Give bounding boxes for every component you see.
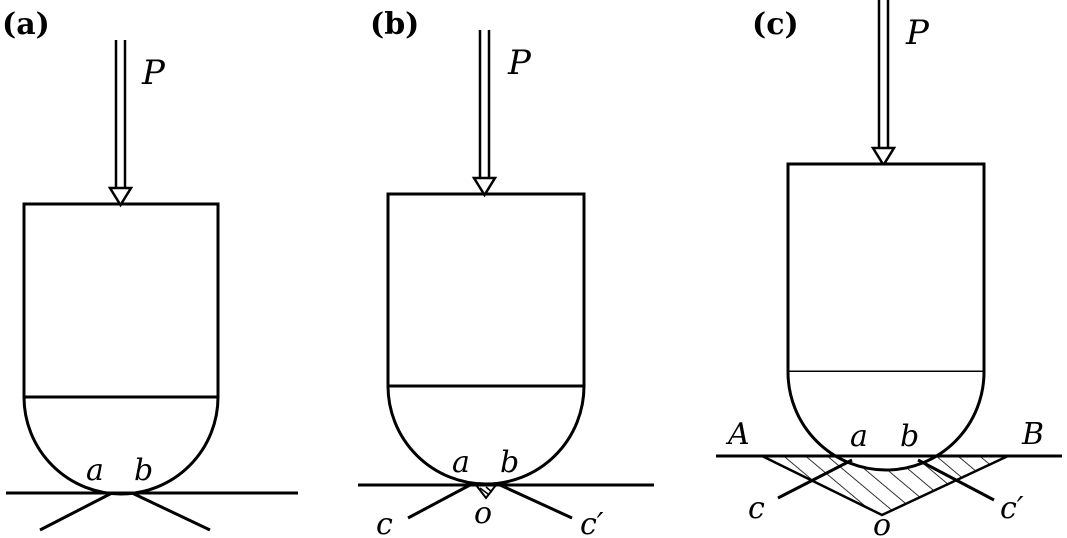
panel-c-force-arrow (870, 0, 897, 168)
panel-b-point-b: b (500, 445, 519, 480)
panel-c-indenter (786, 162, 986, 472)
panel-a-point-a: a (86, 453, 104, 488)
panel-b-force-arrow (471, 30, 498, 198)
panel-c-point-B: B (1021, 417, 1044, 452)
panel-c: (c) P A a b B c o c′ (716, 0, 1062, 538)
panel-a-crack-left (39, 491, 113, 532)
panel-c-point-a: a (850, 419, 868, 454)
panel-c-damage-zone (761, 454, 1009, 517)
panel-b-force-label: P (507, 43, 532, 83)
panel-b-point-o: o (474, 496, 492, 531)
panel-b-small-cone (473, 484, 499, 500)
panel-a-point-b: b (134, 453, 153, 488)
panel-c-point-A: A (725, 417, 750, 452)
panel-b-point-a: a (452, 445, 470, 480)
panel-c-point-c: c (748, 491, 765, 526)
panel-b-crack-left (407, 483, 471, 520)
panel-b-point-c: c (376, 507, 393, 538)
panel-a-force-label: P (141, 53, 166, 93)
panel-a-label: (a) (2, 7, 50, 42)
panel-c-label: (c) (752, 7, 799, 42)
panel-a-crack-right (131, 491, 211, 532)
panel-b-indenter (386, 192, 586, 486)
panel-c-force-label: P (905, 13, 930, 53)
panel-a: (a) P a b (2, 7, 298, 532)
panel-a-indenter (22, 202, 220, 496)
panel-b-point-c-prime: c′ (580, 507, 604, 538)
panel-c-point-b: b (900, 419, 919, 454)
panel-b: (b) P a b c o c′ (358, 7, 654, 538)
panel-c-crack-left (777, 458, 853, 500)
panel-c-point-o: o (873, 508, 891, 538)
panel-b-crack-right (499, 483, 573, 520)
panel-b-label: (b) (370, 7, 419, 42)
panel-c-crack-right (917, 458, 995, 502)
panel-c-point-c-prime: c′ (1000, 491, 1024, 526)
panel-a-force-arrow (107, 40, 134, 208)
